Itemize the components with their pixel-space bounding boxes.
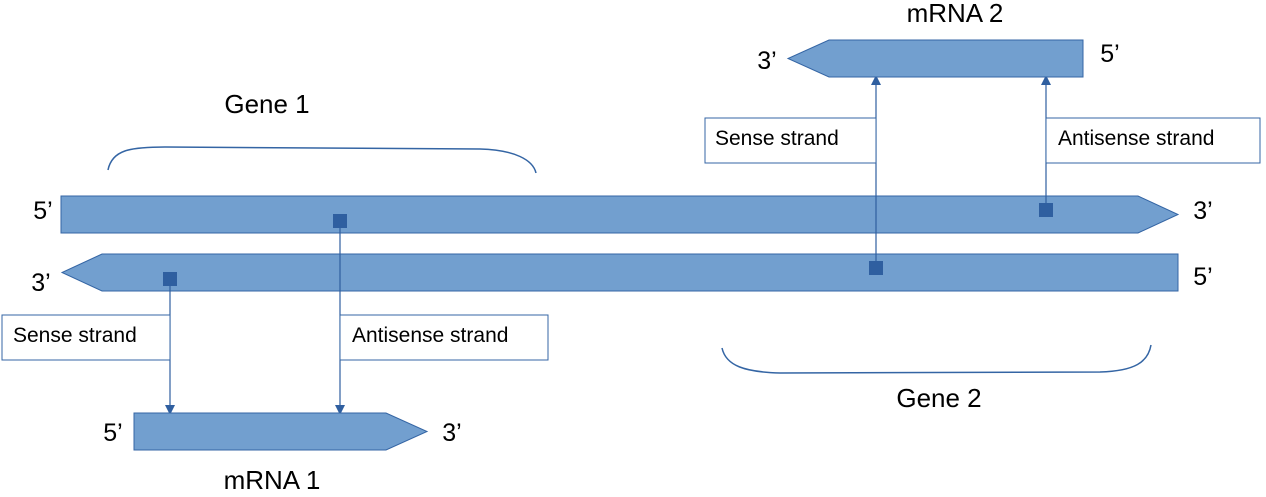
gene1-antisense-marker bbox=[333, 214, 347, 228]
gene2-sense-box bbox=[704, 117, 877, 164]
gene1-label: Gene 1 bbox=[224, 89, 309, 119]
gene1-sense-box-label: Sense strand bbox=[13, 324, 137, 347]
mrna1-left-end: 5’ bbox=[103, 419, 122, 447]
mrna1-strand bbox=[133, 412, 429, 451]
gene2-antisense-box bbox=[1045, 117, 1261, 164]
bottom-strand-left-end: 3’ bbox=[31, 269, 50, 297]
mrna2-label: mRNA 2 bbox=[907, 0, 1004, 28]
gene2-sense-marker bbox=[869, 261, 883, 275]
gene1-antisense-box bbox=[339, 314, 549, 361]
bottom-dna-strand bbox=[60, 253, 1179, 292]
gene1-sense-marker bbox=[163, 272, 177, 286]
gene2-label: Gene 2 bbox=[896, 383, 981, 413]
gene1-bracket bbox=[107, 146, 537, 174]
gene2-bracket bbox=[721, 344, 1152, 374]
bottom-strand-right-end: 5’ bbox=[1193, 263, 1212, 291]
top-strand-left-end: 5’ bbox=[33, 197, 52, 225]
gene2-antisense-box-label: Antisense strand bbox=[1058, 127, 1214, 150]
mrna1-label: mRNA 1 bbox=[224, 465, 321, 495]
gene2-antisense-marker bbox=[1039, 203, 1053, 217]
gene2-sense-box-label: Sense strand bbox=[715, 127, 839, 150]
top-strand-right-end: 3’ bbox=[1193, 197, 1212, 225]
gene1-antisense-box-label: Antisense strand bbox=[352, 324, 508, 347]
mrna2-right-end: 5’ bbox=[1100, 40, 1119, 68]
mrna1-right-end: 3’ bbox=[442, 419, 461, 447]
gene1-sense-box bbox=[1, 314, 171, 361]
top-dna-strand bbox=[60, 195, 1180, 234]
mrna2-strand bbox=[786, 39, 1084, 78]
mrna2-left-end: 3’ bbox=[757, 47, 776, 75]
